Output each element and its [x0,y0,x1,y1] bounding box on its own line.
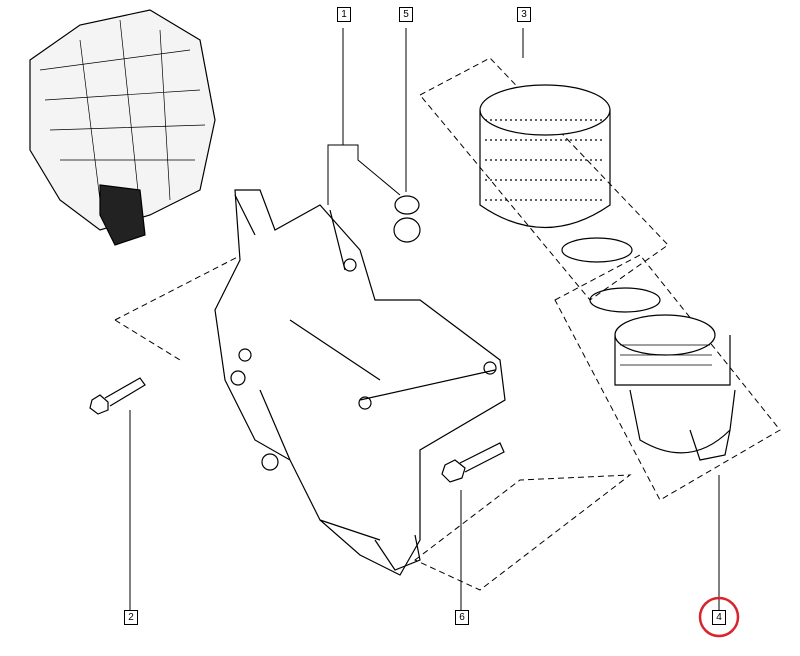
leader-lines [129,28,720,610]
callout-4[interactable]: 4 [712,610,726,625]
bolt-2 [89,377,146,415]
filter-element [479,84,661,313]
o-ring-5 [393,195,421,243]
callout-5[interactable]: 5 [399,7,413,22]
highlight-circle [698,596,740,638]
bolt-6 [441,442,505,483]
filter-cap [614,314,736,461]
callout-1[interactable]: 1 [337,7,351,22]
callout-2[interactable]: 2 [124,610,138,625]
oil-filter-housing [214,189,506,576]
callout-3[interactable]: 3 [517,7,531,22]
callout-6[interactable]: 6 [455,610,469,625]
engine-thumbnail [29,9,216,246]
